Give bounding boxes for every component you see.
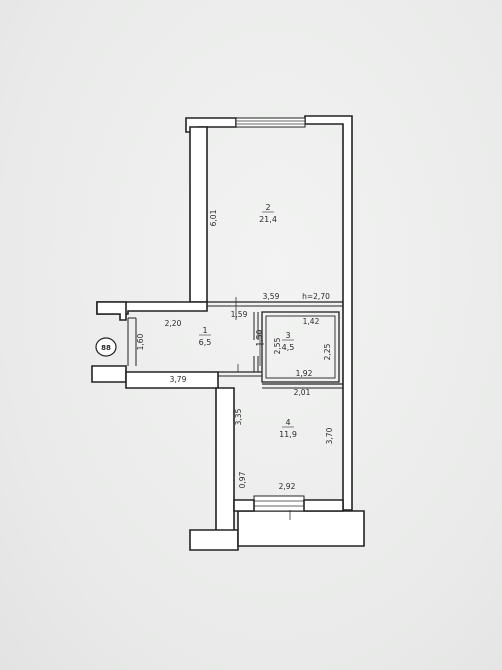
wall-room4-top [262,383,343,389]
dim-room4-left: 3,35 [234,408,243,425]
room-4-area: 11,9 [279,430,297,439]
dim-room3-bottom: 1,92 [296,369,313,378]
dim-hall-door: 1,60 [136,333,145,350]
room-2-area: 21,4 [259,215,277,224]
wall-entry-upper [96,301,127,321]
wall-hall-partition [253,312,259,372]
room-1-number: 1 [202,326,207,335]
dim-room4-bottom: 2,92 [279,482,296,491]
room-3-number: 3 [285,331,290,340]
dim-hall-bottom: 3,79 [170,375,187,384]
dim-room3-side: 2,25 [323,343,332,360]
dim-ceiling-height: h=2,70 [302,292,330,301]
window-top [235,117,306,128]
room-4-number: 4 [285,418,290,427]
dim-room4-small: 0,97 [238,471,247,488]
room-1-area: 6,5 [199,338,212,347]
wall-hall-room4 [218,371,262,377]
wall-room4-bottom-left [233,499,255,512]
dim-hall-top: 2,20 [165,319,182,328]
wall-bottom-block [237,510,365,547]
wall-bottom-left [189,529,239,551]
entry-badge: 88 [95,337,117,357]
wall-entry-lower [91,365,127,383]
wall-hall-left [127,317,137,366]
dim-room3-top: 1,42 [303,317,320,326]
dim-room2-height: 6,01 [209,209,218,226]
dim-hall-mid-b: 2,55 [273,337,282,354]
wall-right-exterior [304,115,353,511]
room-2-number: 2 [265,203,270,212]
wall-left-room2 [189,126,208,303]
dimension-ticks [231,297,291,520]
room-3-area: 4,5 [282,343,295,352]
dim-hall-small: 1,59 [231,310,248,319]
room3-walls [261,311,340,383]
entry-badge-label: 88 [101,344,111,352]
wall-room2-bottom [207,301,343,307]
window-bottom [253,495,305,512]
dim-hall-mid-a: 1,50 [255,329,264,346]
dim-room4-top: 2,01 [294,388,311,397]
wall-left-room4 [215,387,235,535]
dim-room2-width: 3,59 [263,292,280,301]
dim-room4-right: 3,70 [325,427,334,444]
wall-room4-bottom-right [303,499,344,512]
